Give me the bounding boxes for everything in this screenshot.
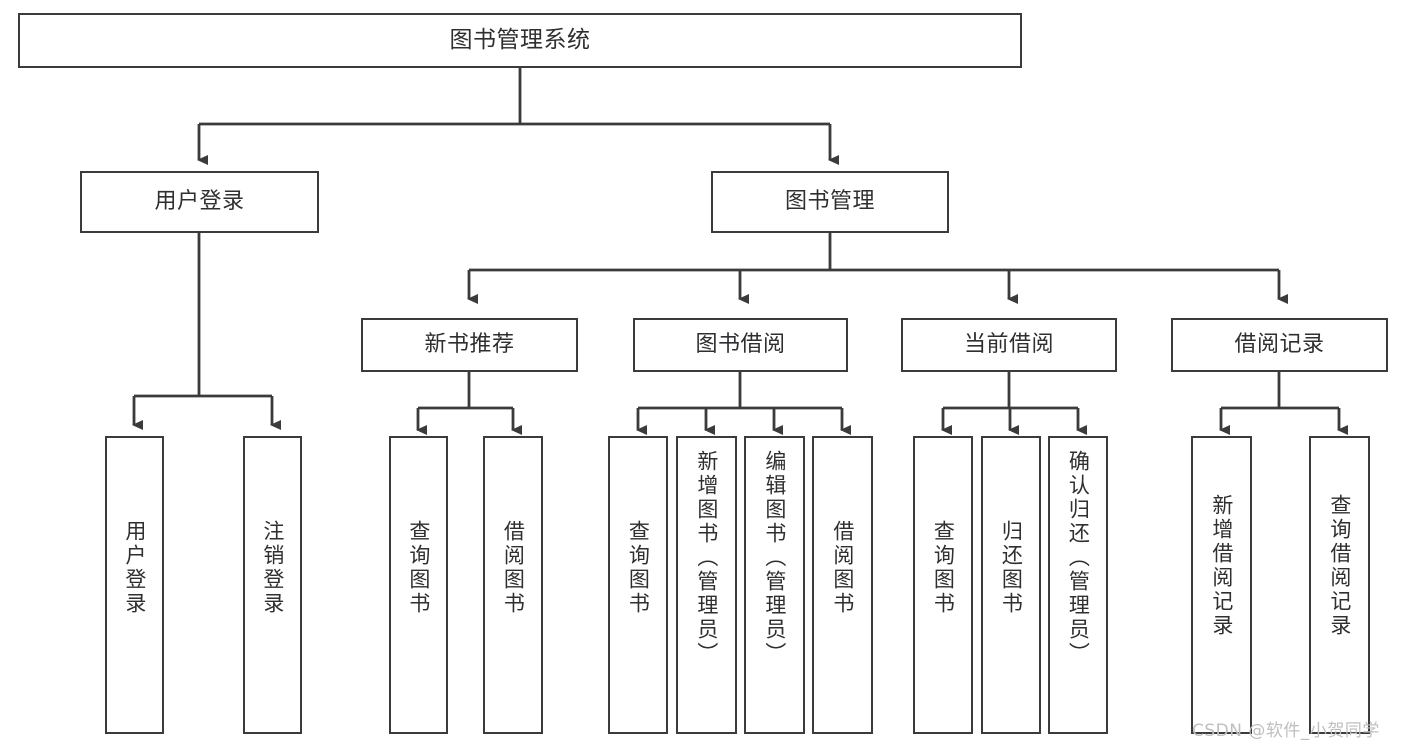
leaf-records-add-record[interactable]: 新增借阅记录	[1191, 436, 1252, 734]
node-book-management[interactable]: 图书管理	[711, 171, 949, 233]
leaf-borrow-borrow-book-label: 借阅图书	[830, 520, 855, 616]
leaf-newbook-borrow-book[interactable]: 借阅图书	[483, 436, 543, 734]
watermark: CSDN @软件_小贺同学	[1192, 721, 1380, 741]
leaf-records-query-record-label: 查询借阅记录	[1327, 494, 1352, 638]
leaf-records-query-record[interactable]: 查询借阅记录	[1309, 436, 1370, 734]
node-user-login[interactable]: 用户登录	[80, 171, 319, 233]
node-root-label: 图书管理系统	[449, 26, 591, 53]
node-borrow-records-label: 借阅记录	[1234, 332, 1325, 358]
node-book-management-label: 图书管理	[784, 189, 875, 215]
leaf-user-logout-label: 注销登录	[260, 520, 285, 616]
node-new-book-recommend-label: 新书推荐	[424, 332, 515, 358]
leaf-borrow-edit-book-admin[interactable]: 编辑图书（管理员）	[744, 436, 805, 734]
leaf-borrow-query-book-label: 查询图书	[626, 520, 651, 616]
node-borrow-records[interactable]: 借阅记录	[1171, 318, 1388, 372]
node-user-login-label: 用户登录	[154, 189, 245, 215]
node-book-borrow-label: 图书借阅	[695, 332, 786, 358]
leaf-borrow-add-book-admin-label: 新增图书（管理员）	[694, 450, 719, 666]
leaf-user-login-label: 用户登录	[122, 520, 147, 616]
leaf-current-return-book-label: 归还图书	[999, 520, 1024, 616]
node-root[interactable]: 图书管理系统	[18, 13, 1022, 68]
leaf-newbook-query-book[interactable]: 查询图书	[389, 436, 448, 734]
leaf-user-logout[interactable]: 注销登录	[243, 436, 302, 734]
leaf-current-return-book[interactable]: 归还图书	[981, 436, 1041, 734]
leaf-newbook-query-book-label: 查询图书	[406, 520, 431, 616]
node-new-book-recommend[interactable]: 新书推荐	[361, 318, 578, 372]
leaf-newbook-borrow-book-label: 借阅图书	[501, 520, 526, 616]
leaf-current-confirm-return-admin[interactable]: 确认归还（管理员）	[1048, 436, 1108, 734]
leaf-current-query-book[interactable]: 查询图书	[913, 436, 973, 734]
node-current-borrow[interactable]: 当前借阅	[901, 318, 1117, 372]
leaf-borrow-borrow-book[interactable]: 借阅图书	[812, 436, 873, 734]
node-book-borrow[interactable]: 图书借阅	[633, 318, 848, 372]
node-current-borrow-label: 当前借阅	[963, 332, 1054, 358]
leaf-records-add-record-label: 新增借阅记录	[1209, 494, 1234, 638]
leaf-borrow-query-book[interactable]: 查询图书	[608, 436, 668, 734]
leaf-borrow-add-book-admin[interactable]: 新增图书（管理员）	[676, 436, 737, 734]
leaf-current-query-book-label: 查询图书	[931, 520, 956, 616]
leaf-borrow-edit-book-admin-label: 编辑图书（管理员）	[762, 450, 787, 666]
leaf-current-confirm-return-admin-label: 确认归还（管理员）	[1066, 450, 1091, 666]
leaf-user-login[interactable]: 用户登录	[105, 436, 164, 734]
